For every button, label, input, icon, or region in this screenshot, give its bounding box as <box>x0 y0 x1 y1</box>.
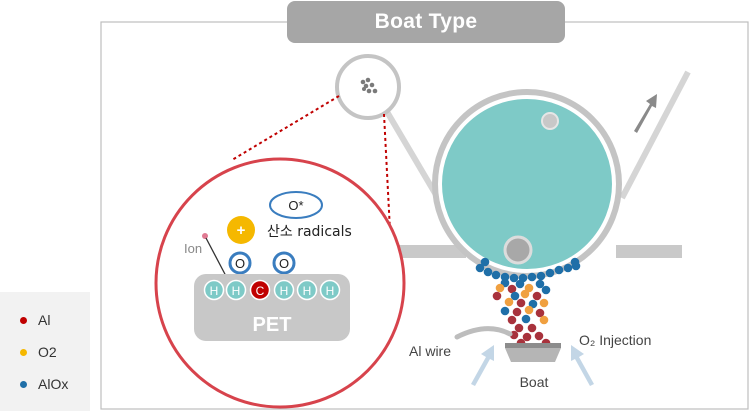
legend-label-al: Al <box>38 312 51 328</box>
film-direction-arrow <box>634 94 657 133</box>
alox-particle <box>521 314 531 324</box>
alox-particle <box>480 257 490 267</box>
legend-label-alox: AlOx <box>38 376 69 392</box>
al-particle <box>507 315 517 325</box>
o2-particle <box>524 305 534 315</box>
alox-particle <box>475 263 485 273</box>
oxygen-atom-left <box>228 251 252 275</box>
ion-plus-circle <box>227 216 255 244</box>
ion-dot <box>202 233 208 239</box>
magnifier-particles <box>360 77 378 94</box>
boat <box>505 348 561 362</box>
legend-dot-al <box>20 316 27 324</box>
hydrogen-atom <box>225 279 247 301</box>
vapor-particles <box>475 257 581 348</box>
ion-trajectory <box>205 237 228 279</box>
al-wire <box>454 326 513 340</box>
oxygen-atom-left-label: O <box>235 256 245 271</box>
legend: Al O2 AlOx <box>0 292 90 411</box>
hydrogen-atom-label: H <box>303 284 312 298</box>
alox-particle <box>545 268 555 278</box>
zoom-connector-right <box>383 113 392 251</box>
o2-particle <box>539 298 549 308</box>
diagram-title: Boat Type <box>287 1 565 43</box>
legend-dot-o2 <box>20 348 27 356</box>
alox-particle <box>570 257 580 267</box>
al-particle <box>514 323 524 333</box>
carbon-atom-label: C <box>256 284 265 298</box>
pet-label: PET <box>253 314 292 336</box>
al-particle <box>522 332 532 342</box>
hydrogen-atom <box>319 279 341 301</box>
alox-particle <box>491 270 501 280</box>
hydrogen-atom-label: H <box>232 284 241 298</box>
drum-bottom-roller <box>503 235 533 265</box>
zoom-connector-left <box>231 95 340 161</box>
hydrogen-atom-label: H <box>326 284 335 298</box>
al-particle <box>534 331 544 341</box>
drum-top-roller <box>541 112 559 130</box>
al-particle <box>507 284 517 294</box>
o2-arrow-left <box>471 345 494 386</box>
ion-label: Ion <box>184 241 202 256</box>
legend-item-o2: O2 <box>20 342 57 362</box>
al-particle <box>516 298 526 308</box>
boat-rim <box>505 343 561 348</box>
o2-particle <box>495 283 505 293</box>
hydrogen-atom <box>273 279 295 301</box>
o2-particle <box>520 289 530 299</box>
o-star-label: O* <box>288 198 303 213</box>
alox-particle <box>563 263 573 273</box>
boat-label: Boat <box>520 374 549 390</box>
o2-particle <box>539 315 549 325</box>
alox-particle <box>527 272 537 282</box>
hydrogen-atom <box>296 279 318 301</box>
legend-dot-alox <box>20 380 27 388</box>
drum <box>440 97 614 271</box>
hydrogen-atom <box>203 279 225 301</box>
plus-symbol: + <box>237 222 246 239</box>
radicals-label: 산소 radicals <box>267 224 352 240</box>
alox-particle <box>536 271 546 281</box>
alox-particle <box>510 291 520 301</box>
hydrogen-atom-label: H <box>210 284 219 298</box>
legend-item-alox: AlOx <box>20 374 68 394</box>
alox-particle <box>541 285 551 295</box>
al-particle <box>512 307 522 317</box>
o2-arrow-right <box>571 345 594 386</box>
alox-particle <box>483 267 493 277</box>
legend-item-al: Al <box>20 310 50 330</box>
o-star-bubble <box>269 191 323 219</box>
oxygen-atom-right <box>272 251 296 275</box>
legend-label-o2: O2 <box>38 344 57 360</box>
film-right-rail <box>619 70 691 200</box>
alox-particle <box>500 272 510 282</box>
alox-particle <box>515 279 525 289</box>
al-wire-label: Al wire <box>409 343 451 359</box>
oxygen-atom-right-label: O <box>279 256 289 271</box>
carbon-atom <box>249 279 271 301</box>
alox-particle <box>554 265 564 275</box>
al-particle <box>527 323 537 333</box>
o2-particle <box>504 297 514 307</box>
hydrogen-atom-label: H <box>280 284 289 298</box>
alox-particle <box>509 273 519 283</box>
al-particle <box>535 308 545 318</box>
o2-injection-label: O₂ Injection <box>579 332 651 348</box>
al-particle <box>492 291 502 301</box>
alox-particle <box>500 306 510 316</box>
al-particle <box>532 291 542 301</box>
alox-particle <box>535 279 545 289</box>
